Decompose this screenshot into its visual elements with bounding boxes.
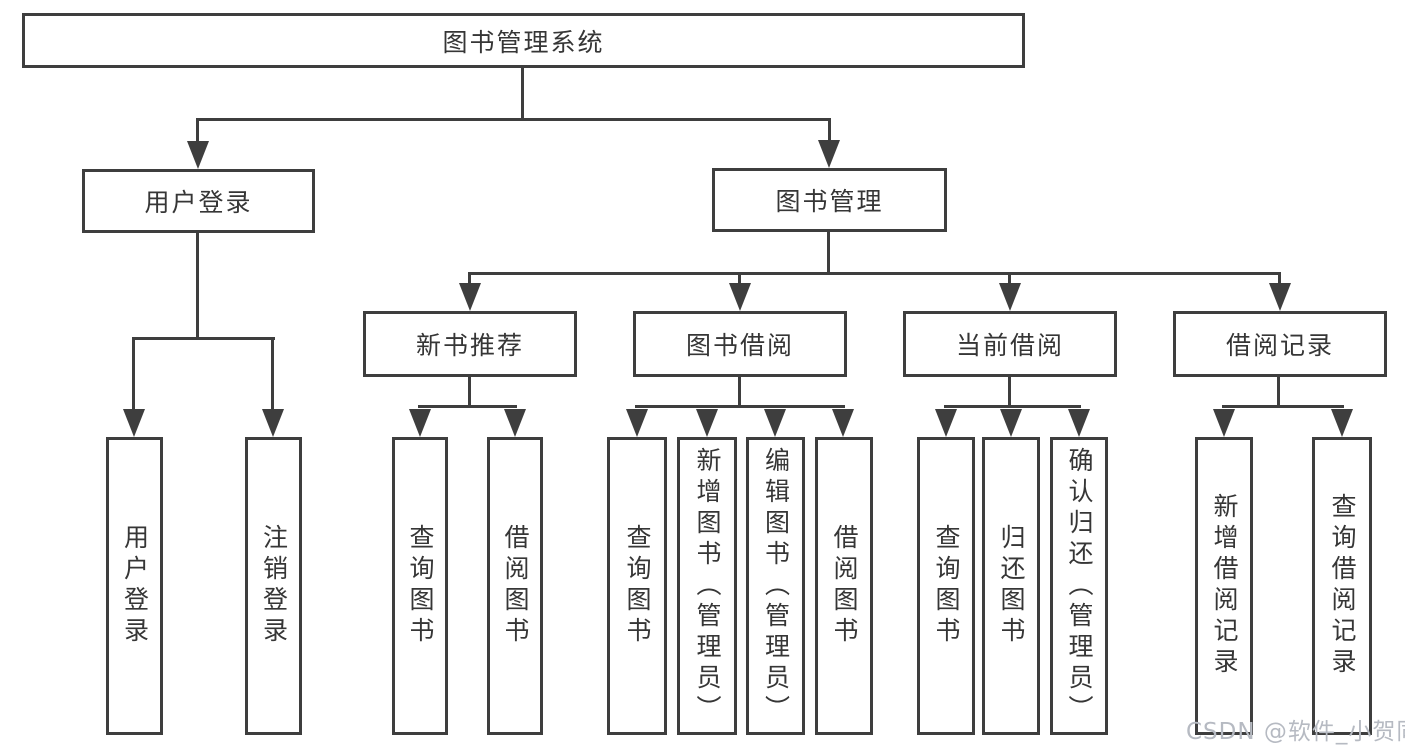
node-book-management-label: 图书管理	[775, 187, 884, 216]
arrow-down-icon	[626, 409, 648, 437]
arrow-down-icon	[1331, 409, 1353, 437]
arrow-down-icon	[696, 409, 718, 437]
arrow-down-icon	[818, 140, 840, 168]
node-current-borrow: 当前借阅	[903, 311, 1117, 377]
node-bb-query-books: 查询图书	[607, 437, 667, 735]
node-new-book-recommend: 新书推荐	[363, 311, 577, 377]
node-bb-add-books-admin: 新增图书（管理员）	[677, 437, 737, 735]
node-bb-edit-books-admin-label: 编辑图书（管理员）	[761, 446, 791, 726]
node-new-book-recommend-label: 新书推荐	[415, 331, 524, 360]
connector-br-rail	[1222, 405, 1344, 408]
node-cb-return-books-label: 归还图书	[997, 524, 1026, 648]
arrow-down-icon	[187, 141, 209, 169]
connector-login-child1-stem	[132, 337, 135, 411]
connector-nb-rail	[418, 405, 517, 408]
node-root-label: 图书管理系统	[442, 27, 605, 57]
connector-l2-stem-4	[1278, 272, 1281, 285]
connector-login-rail	[132, 337, 275, 340]
node-bb-query-books-label: 查询图书	[623, 524, 652, 648]
connector-br-down	[1277, 377, 1280, 408]
connector-root-stem	[521, 68, 524, 120]
arrow-down-icon	[1269, 283, 1291, 311]
node-br-add-record-label: 新增借阅记录	[1210, 493, 1239, 679]
node-bb-add-books-admin-label: 新增图书（管理员）	[693, 446, 722, 726]
connector-login-down	[196, 233, 199, 340]
node-nb-borrow-books-label: 借阅图书	[501, 524, 530, 648]
connector-bb-rail	[635, 405, 845, 408]
connector-level1-rail	[197, 118, 831, 121]
arrow-down-icon	[935, 409, 957, 437]
node-root: 图书管理系统	[22, 13, 1025, 68]
arrow-down-icon	[1213, 409, 1235, 437]
arrow-down-icon	[262, 409, 284, 437]
node-bb-borrow-books: 借阅图书	[815, 437, 873, 735]
node-book-borrow-label: 图书借阅	[685, 331, 794, 360]
arrow-down-icon	[409, 409, 431, 437]
arrow-down-icon	[999, 283, 1021, 311]
node-user-login-leaf-label: 用户登录	[120, 524, 150, 648]
node-br-query-record-label: 查询借阅记录	[1328, 493, 1357, 679]
node-nb-borrow-books: 借阅图书	[487, 437, 543, 735]
node-cb-query-books-label: 查询图书	[932, 524, 961, 648]
node-cb-confirm-return-admin-label: 确认归还（管理员）	[1065, 446, 1094, 726]
watermark: CSDN @软件_小贺同学	[1186, 719, 1405, 745]
node-current-borrow-label: 当前借阅	[955, 331, 1064, 360]
node-nb-query-books: 查询图书	[392, 437, 448, 735]
node-borrow-records-label: 借阅记录	[1225, 331, 1334, 360]
arrow-down-icon	[1068, 409, 1090, 437]
connector-login-stem	[196, 118, 199, 146]
connector-nb-down	[468, 377, 471, 408]
node-book-management: 图书管理	[712, 168, 947, 232]
node-logout-leaf: 注销登录	[245, 437, 302, 735]
arrow-down-icon	[1000, 409, 1022, 437]
node-user-login-label: 用户登录	[144, 188, 253, 217]
arrow-down-icon	[764, 409, 786, 437]
arrow-down-icon	[504, 409, 526, 437]
node-cb-confirm-return-admin: 确认归还（管理员）	[1050, 437, 1108, 735]
node-logout-leaf-label: 注销登录	[259, 524, 289, 648]
node-bb-edit-books-admin: 编辑图书（管理员）	[746, 437, 805, 735]
node-book-borrow: 图书借阅	[633, 311, 847, 377]
connector-login-child2-stem	[271, 337, 274, 411]
connector-mgmt-stem	[828, 118, 831, 146]
node-cb-return-books: 归还图书	[982, 437, 1040, 735]
node-bb-borrow-books-label: 借阅图书	[830, 524, 859, 648]
arrow-down-icon	[459, 283, 481, 311]
connector-level2-rail	[468, 272, 1281, 275]
node-user-login-leaf: 用户登录	[106, 437, 163, 735]
connector-l2-stem-2	[738, 272, 741, 285]
connector-l2-stem-3	[1008, 272, 1011, 285]
connector-cb-down	[1008, 377, 1011, 408]
connector-l2-stem-1	[468, 272, 471, 285]
arrow-down-icon	[729, 283, 751, 311]
node-nb-query-books-label: 查询图书	[406, 524, 435, 648]
arrow-down-icon	[123, 409, 145, 437]
node-user-login: 用户登录	[82, 169, 315, 233]
connector-bb-down	[738, 377, 741, 408]
node-br-query-record: 查询借阅记录	[1312, 437, 1372, 735]
node-cb-query-books: 查询图书	[917, 437, 975, 735]
connector-mgmt-down	[827, 232, 830, 274]
arrow-down-icon	[832, 409, 854, 437]
node-borrow-records: 借阅记录	[1173, 311, 1387, 377]
node-br-add-record: 新增借阅记录	[1195, 437, 1253, 735]
connector-cb-rail	[944, 405, 1081, 408]
